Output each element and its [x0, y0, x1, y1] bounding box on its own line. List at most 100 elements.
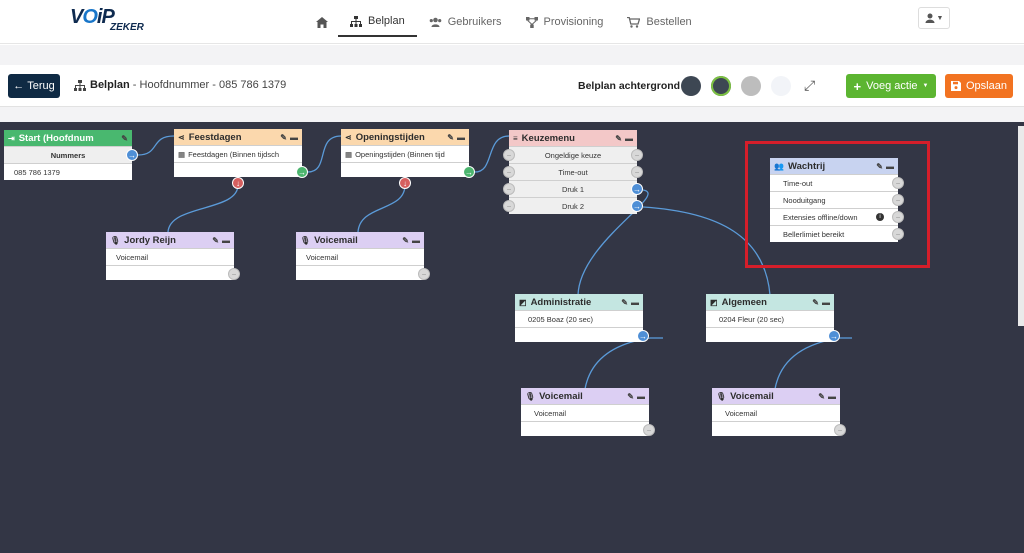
minus-icon[interactable]: −	[418, 268, 430, 280]
nav-bestellen[interactable]: Bestellen	[615, 7, 703, 37]
node-jordy-reijn[interactable]: 🎙 Jordy Reijn ✎▬ Voicemail −	[106, 232, 240, 280]
minus-icon[interactable]: −	[631, 149, 643, 161]
node-voicemail-1-title: Voicemail	[314, 234, 358, 246]
trash-icon[interactable]: ▬	[457, 132, 465, 142]
arrow-right-icon[interactable]: →	[296, 166, 308, 178]
save-button[interactable]: Opslaan	[945, 74, 1013, 98]
minus-icon[interactable]: −	[834, 424, 846, 436]
microphone-icon: 🎙	[716, 391, 727, 401]
spacer	[0, 107, 1024, 122]
edit-icon[interactable]: ✎	[447, 132, 454, 142]
minus-icon[interactable]: −	[892, 194, 904, 206]
node-voicemail-2-title: Voicemail	[539, 390, 583, 402]
expand-icon[interactable]: ⤢	[804, 77, 816, 93]
logo[interactable]: VOiP ZEKER	[70, 6, 160, 34]
nav-gebruikers[interactable]: Gebruikers	[417, 7, 514, 37]
microphone-icon: 🎙	[300, 235, 311, 245]
trash-icon[interactable]: ▬	[412, 235, 420, 245]
edit-icon[interactable]: ✎	[876, 161, 883, 171]
node-feestdagen[interactable]: ⋖ Feestdagen ✎▬ ▦ Feestdagen (Binnen tij…	[174, 129, 308, 189]
node-feestdagen-header[interactable]: ⋖ Feestdagen ✎▬	[174, 129, 302, 145]
list-icon: ≡	[513, 133, 518, 143]
node-voicemail-1[interactable]: 🎙 Voicemail ✎▬ Voicemail −	[296, 232, 430, 280]
minus-icon[interactable]: −	[503, 149, 515, 161]
node-voicemail-2[interactable]: 🎙 Voicemail ✎▬ Voicemail −	[521, 388, 655, 436]
edit-icon[interactable]: ✎	[615, 133, 622, 143]
arrow-right-icon[interactable]: →	[463, 166, 475, 178]
arrow-right-icon[interactable]: →	[126, 149, 138, 161]
trash-icon[interactable]: ▬	[637, 391, 645, 401]
minus-icon[interactable]: −	[503, 183, 515, 195]
arrow-right-icon[interactable]: →	[828, 330, 840, 342]
info-icon[interactable]: i	[876, 213, 884, 221]
node-jordy-reijn-header[interactable]: 🎙 Jordy Reijn ✎▬	[106, 232, 234, 248]
arrow-down-icon[interactable]: ↓	[399, 177, 411, 189]
minus-icon[interactable]: −	[228, 268, 240, 280]
node-algemeen-row: 0204 Fleur (20 sec)	[706, 310, 834, 327]
node-wachtrij[interactable]: 👥 Wachtrij ✎▬ Time-out Nooduitgang Exten…	[770, 158, 904, 242]
node-algemeen[interactable]: ◩ Algemeen ✎▬ 0204 Fleur (20 sec) →	[706, 294, 840, 342]
flow-canvas[interactable]: ⇥ Start (Hoofdnum ✎ Nummers 085 786 1379…	[0, 122, 1024, 553]
nav-provisioning[interactable]: Provisioning	[514, 7, 616, 37]
nav-belplan[interactable]: Belplan	[338, 7, 417, 37]
top-navigation: VOiP ZEKER Belplan Gebruikers Provisioni…	[0, 0, 1024, 44]
minus-icon[interactable]: −	[892, 228, 904, 240]
edit-icon[interactable]: ✎	[212, 235, 219, 245]
edit-icon[interactable]: ✎	[818, 391, 825, 401]
node-wachtrij-header[interactable]: 👥 Wachtrij ✎▬	[770, 158, 898, 174]
background-swatch-light[interactable]	[771, 76, 791, 96]
arrow-right-icon[interactable]: →	[637, 330, 649, 342]
minus-icon[interactable]: −	[503, 200, 515, 212]
edit-icon[interactable]: ✎	[627, 391, 634, 401]
nav-bestellen-label: Bestellen	[646, 16, 692, 28]
trash-icon[interactable]: ▬	[625, 133, 633, 143]
node-wachtrij-option: Time-out	[770, 174, 898, 191]
user-menu-button[interactable]: ▼	[918, 7, 950, 29]
minus-icon[interactable]: −	[892, 211, 904, 223]
minus-icon[interactable]: −	[631, 166, 643, 178]
background-swatch-dark[interactable]	[681, 76, 701, 96]
node-administratie-header[interactable]: ◩ Administratie ✎▬	[515, 294, 643, 310]
node-start-row: Nummers	[4, 146, 132, 163]
trash-icon[interactable]: ▬	[828, 391, 836, 401]
trash-icon[interactable]: ▬	[222, 235, 230, 245]
nav-home[interactable]	[306, 7, 338, 37]
edit-icon[interactable]: ✎	[121, 133, 128, 143]
node-start[interactable]: ⇥ Start (Hoofdnum ✎ Nummers 085 786 1379…	[4, 130, 138, 180]
node-keuzemenu-option: Druk 2	[509, 197, 637, 214]
add-action-button[interactable]: + Voeg actie ▼	[846, 74, 936, 98]
node-voicemail-3[interactable]: 🎙 Voicemail ✎▬ Voicemail −	[712, 388, 846, 436]
edit-icon[interactable]: ✎	[280, 132, 287, 142]
cart-icon	[627, 16, 641, 28]
node-openingstijden-header[interactable]: ⋖ Openingstijden ✎▬	[341, 129, 469, 145]
arrow-down-icon[interactable]: ↓	[232, 177, 244, 189]
node-start-header[interactable]: ⇥ Start (Hoofdnum ✎	[4, 130, 132, 146]
node-keuzemenu-header[interactable]: ≡ Keuzemenu ✎▬	[509, 130, 637, 146]
sitemap-icon	[74, 79, 86, 91]
node-voicemail-2-header[interactable]: 🎙 Voicemail ✎▬	[521, 388, 649, 404]
node-keuzemenu[interactable]: ≡ Keuzemenu ✎▬ Ongeldige keuze Time-out …	[503, 130, 643, 214]
node-openingstijden[interactable]: ⋖ Openingstijden ✎▬ ▦ Openingstijden (Bi…	[341, 129, 475, 189]
node-voicemail-3-header[interactable]: 🎙 Voicemail ✎▬	[712, 388, 840, 404]
background-swatch-dark-selected[interactable]	[711, 76, 731, 96]
minus-icon[interactable]: −	[643, 424, 655, 436]
edit-icon[interactable]: ✎	[621, 297, 628, 307]
arrow-left-icon: ←	[13, 80, 25, 92]
node-administratie[interactable]: ◩ Administratie ✎▬ 0205 Boaz (20 sec) →	[515, 294, 649, 342]
trash-icon[interactable]: ▬	[631, 297, 639, 307]
arrow-right-icon[interactable]: →	[631, 183, 643, 195]
network-icon	[525, 16, 538, 28]
back-button[interactable]: ← Terug	[8, 74, 60, 98]
trash-icon[interactable]: ▬	[822, 297, 830, 307]
node-algemeen-title: Algemeen	[721, 296, 767, 308]
minus-icon[interactable]: −	[503, 166, 515, 178]
trash-icon[interactable]: ▬	[886, 161, 894, 171]
edit-icon[interactable]: ✎	[812, 297, 819, 307]
minus-icon[interactable]: −	[892, 177, 904, 189]
background-swatch-grey[interactable]	[741, 76, 761, 96]
node-voicemail-1-header[interactable]: 🎙 Voicemail ✎▬	[296, 232, 424, 248]
edit-icon[interactable]: ✎	[402, 235, 409, 245]
node-algemeen-header[interactable]: ◩ Algemeen ✎▬	[706, 294, 834, 310]
trash-icon[interactable]: ▬	[290, 132, 298, 142]
arrow-right-icon[interactable]: →	[631, 200, 643, 212]
